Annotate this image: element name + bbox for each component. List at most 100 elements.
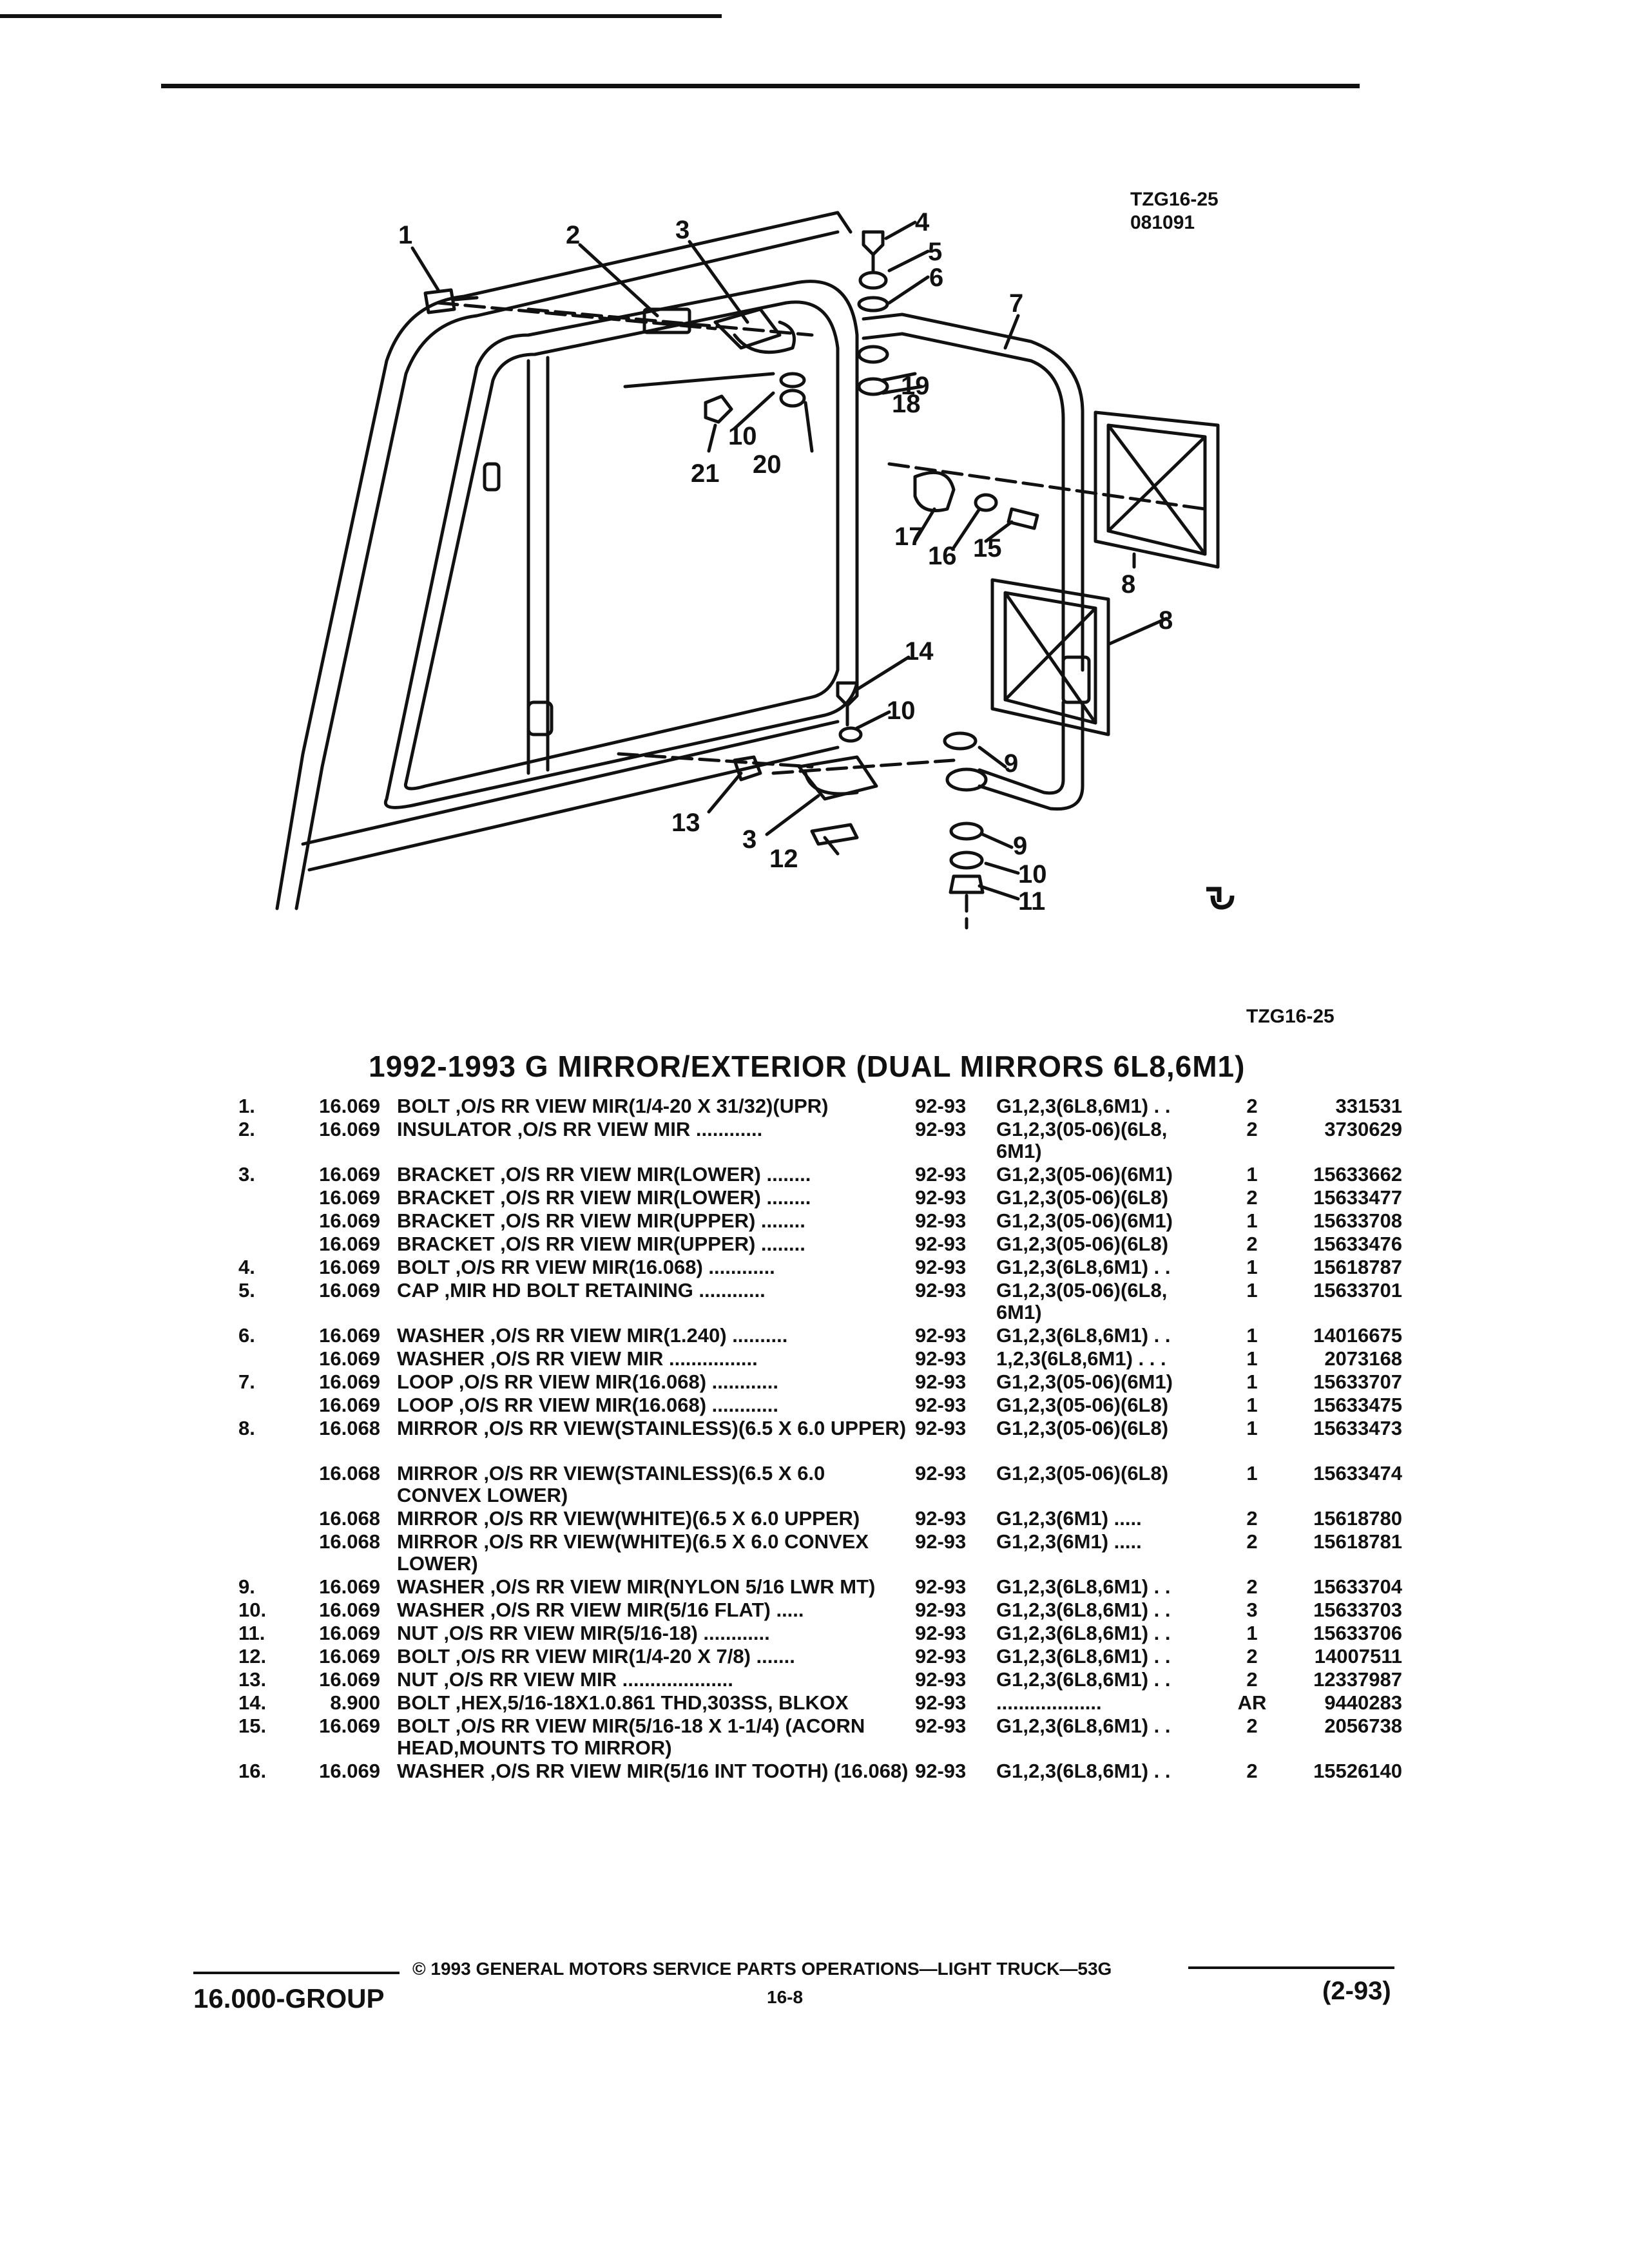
part-description: BRACKET ,O/S RR VIEW MIR(UPPER) ........ (397, 1209, 805, 1232)
part-quantity: 1 (1246, 1324, 1258, 1347)
part-usage: G1,2,3(6M1) ..... (996, 1530, 1142, 1553)
part-usage: G1,2,3(6L8,6M1) . . (996, 1715, 1171, 1737)
part-usage: G1,2,3(05-06)(6M1) (996, 1370, 1173, 1393)
publisher-logo-icon (1206, 887, 1235, 910)
callout-4: 4 (915, 208, 930, 236)
part-quantity: 1 (1246, 1462, 1258, 1485)
footer-rule-right (1188, 1966, 1394, 1969)
part-usage: G1,2,3(05-06)(6L8) (996, 1394, 1169, 1416)
part-quantity: 1 (1246, 1370, 1258, 1393)
part-usage: 1,2,3(6L8,6M1) . . . (996, 1347, 1166, 1370)
part-group-number: 8.900 (330, 1691, 380, 1714)
footer-date: (2-93) (1322, 1977, 1391, 2005)
figure-code-bottom: TZG16-25 (1246, 1006, 1335, 1027)
part-description: LOOP ,O/S RR VIEW MIR(16.068) ..........… (397, 1370, 778, 1393)
footer-copyright: © 1993 GENERAL MOTORS SERVICE PARTS OPER… (412, 1959, 1112, 1979)
part-quantity: 1 (1246, 1209, 1258, 1232)
part-years: 92-93 (915, 1186, 967, 1209)
callout-17: 17 (894, 523, 923, 551)
part-quantity: 1 (1246, 1622, 1258, 1644)
part-years: 92-93 (915, 1691, 967, 1714)
part-quantity: 1 (1246, 1163, 1258, 1186)
footer-page-number: 16-8 (767, 1987, 804, 2007)
part-number: 15633708 (1313, 1209, 1402, 1232)
part-number: 15618780 (1313, 1507, 1402, 1530)
callout-15: 15 (973, 534, 1002, 562)
part-number: 15633703 (1313, 1599, 1402, 1621)
part-years: 92-93 (915, 1347, 967, 1370)
part-years: 92-93 (915, 1417, 967, 1439)
part-group-number: 16.069 (319, 1370, 380, 1393)
part-quantity: 2 (1246, 1233, 1258, 1255)
callout-20: 20 (753, 450, 782, 479)
part-usage: G1,2,3(6L8,6M1) . . (996, 1622, 1171, 1644)
part-number: 2073168 (1324, 1347, 1402, 1370)
part-years: 92-93 (915, 1645, 967, 1667)
part-quantity: 2 (1246, 1118, 1258, 1140)
callout-7: 7 (1009, 289, 1023, 318)
part-ref-number: 2. (238, 1118, 255, 1140)
part-ref-number: 1. (238, 1095, 255, 1117)
part-years: 92-93 (915, 1599, 967, 1621)
part-group-number: 16.069 (319, 1186, 380, 1209)
part-ref-number: 6. (238, 1324, 255, 1347)
part-number: 15633477 (1313, 1186, 1402, 1209)
part-number: 15618781 (1313, 1530, 1402, 1553)
part-number: 331531 (1335, 1095, 1402, 1117)
part-ref-number: 16. (238, 1760, 267, 1782)
part-group-number: 16.069 (319, 1347, 380, 1370)
part-ref-number: 14. (238, 1691, 267, 1714)
part-quantity: 2 (1246, 1095, 1258, 1117)
part-description: WASHER ,O/S RR VIEW MIR(5/16 INT TOOTH) … (397, 1760, 909, 1782)
part-usage: G1,2,3(05-06)(6M1) (996, 1209, 1173, 1232)
section-title: 1992-1993 G MIRROR/EXTERIOR (DUAL MIRROR… (369, 1050, 1246, 1083)
part-description: MIRROR ,O/S RR VIEW(STAINLESS)(6.5 X 6.0… (397, 1417, 907, 1439)
part-description: BOLT ,O/S RR VIEW MIR(1/4-20 X 31/32)(UP… (397, 1095, 829, 1117)
part-usage: G1,2,3(6L8,6M1) . . (996, 1760, 1171, 1782)
part-group-number: 16.069 (319, 1233, 380, 1255)
part-description: WASHER ,O/S RR VIEW MIR(NYLON 5/16 LWR M… (397, 1575, 876, 1598)
part-usage: G1,2,3(05-06)(6L8) (996, 1462, 1169, 1485)
part-years: 92-93 (915, 1095, 967, 1117)
part-years: 92-93 (915, 1462, 967, 1485)
part-quantity: 2 (1246, 1530, 1258, 1553)
part-years: 92-93 (915, 1163, 967, 1186)
part-years: 92-93 (915, 1622, 967, 1644)
part-group-number: 16.069 (319, 1095, 380, 1117)
part-description: BRACKET ,O/S RR VIEW MIR(LOWER) ........ (397, 1186, 811, 1209)
part-description: NUT ,O/S RR VIEW MIR(5/16-18) ..........… (397, 1622, 770, 1644)
part-description: BOLT ,O/S RR VIEW MIR(5/16-18 X 1-1/4) (… (397, 1715, 865, 1759)
part-usage: G1,2,3(6M1) ..... (996, 1507, 1142, 1530)
part-description: BOLT ,HEX,5/16-18X1.0.861 THD,303SS, BLK… (397, 1691, 849, 1714)
part-usage: G1,2,3(05-06)(6L8, 6M1) (996, 1118, 1168, 1162)
part-usage: G1,2,3(6L8,6M1) . . (996, 1645, 1171, 1667)
parts-row: 16.069 BRACKET ,O/S RR VIEW MIR(LOWER) ..… (0, 1187, 1629, 1210)
callout-14: 14 (905, 637, 934, 666)
part-ref-number: 12. (238, 1645, 267, 1667)
part-years: 92-93 (915, 1209, 967, 1232)
callout-16: 16 (928, 542, 957, 570)
part-group-number: 16.068 (319, 1507, 380, 1530)
part-group-number: 16.069 (319, 1645, 380, 1667)
part-number: 15618787 (1313, 1256, 1402, 1278)
part-description: BRACKET ,O/S RR VIEW MIR(UPPER) ........ (397, 1233, 805, 1255)
callout-19: 19 (901, 372, 930, 400)
part-number: 2056738 (1324, 1715, 1402, 1737)
callout-21: 21 (691, 459, 720, 488)
part-description: MIRROR ,O/S RR VIEW(WHITE)(6.5 X 6.0 CON… (397, 1530, 869, 1575)
part-description: BOLT ,O/S RR VIEW MIR(1/4-20 X 7/8) ....… (397, 1645, 795, 1667)
part-years: 92-93 (915, 1394, 967, 1416)
header-rule (161, 84, 1360, 88)
part-usage: G1,2,3(6L8,6M1) . . (996, 1599, 1171, 1621)
part-years: 92-93 (915, 1575, 967, 1598)
part-group-number: 16.069 (319, 1256, 380, 1278)
